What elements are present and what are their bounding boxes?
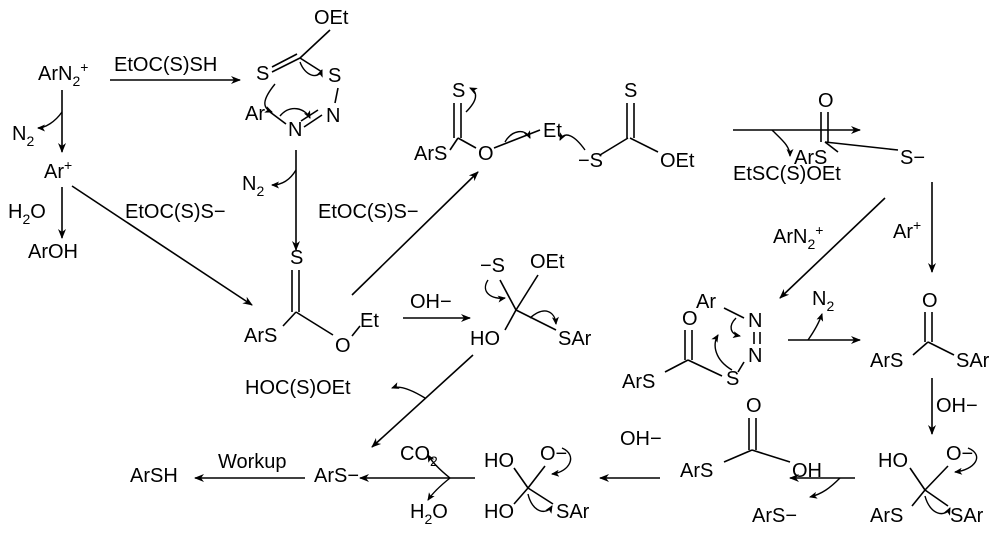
svg-text:OEt: OEt: [530, 251, 565, 273]
co2-byproduct: CO2: [400, 443, 438, 469]
sn2-pair: S ArS O Et −S S OEt: [414, 80, 695, 172]
svg-text:N: N: [326, 105, 340, 127]
reagent-xanthate-1: EtOC(S)S−: [125, 201, 226, 223]
svg-text:O: O: [818, 90, 834, 112]
thiocarbonate-anion: O ArS S−: [794, 90, 925, 169]
byproduct-acid: HOC(S)OEt: [245, 377, 351, 399]
svg-text:O: O: [682, 308, 698, 330]
svg-text:S: S: [328, 65, 341, 87]
cyclic-transition-state: OEt S S Ar N N: [245, 7, 349, 141]
svg-text:ArS: ArS: [794, 147, 827, 169]
svg-text:N: N: [748, 310, 762, 332]
svg-text:Et: Et: [543, 120, 562, 142]
tetrahedral-intermediate-3: HO O− HO SAr: [484, 443, 590, 523]
n2-byproduct: N2: [12, 123, 34, 149]
svg-text:ArS: ArS: [244, 325, 277, 347]
svg-text:OEt: OEt: [660, 150, 695, 172]
svg-text:SAr: SAr: [556, 501, 590, 523]
svg-text:SAr: SAr: [956, 350, 990, 372]
svg-text:−S: −S: [578, 150, 603, 172]
svg-text:ArS: ArS: [870, 505, 903, 527]
svg-text:O: O: [746, 395, 762, 417]
svg-text:O−: O−: [946, 443, 973, 465]
arrow-to-diazo-thioester: [779, 197, 886, 299]
svg-text:HO: HO: [470, 328, 500, 350]
hydroxide-1: OH−: [410, 291, 452, 313]
tetrahedral-intermediate-2: HO O− ArS SAr: [870, 443, 984, 527]
arrow-to-sn2: [351, 171, 479, 296]
svg-text:Et: Et: [360, 310, 379, 332]
hydroxide-3: OH−: [620, 428, 662, 450]
diazonium-reagent: ArN2+: [773, 222, 823, 252]
svg-text:OH: OH: [792, 460, 822, 482]
thiocarbonic-acid: O ArS OH: [680, 395, 822, 482]
svg-text:OEt: OEt: [314, 7, 349, 29]
thiol-product: ArSH: [130, 465, 178, 487]
n2-byproduct-2: N2: [242, 173, 264, 199]
svg-text:HO: HO: [484, 450, 514, 472]
svg-text:ArS: ArS: [870, 350, 903, 372]
svg-text:SAr: SAr: [950, 505, 984, 527]
svg-text:S: S: [256, 63, 269, 85]
aryl-cation: Ar+: [44, 157, 72, 183]
svg-text:Ar: Ar: [245, 103, 265, 125]
arylthiolate-leaving: ArS−: [752, 505, 797, 527]
arrow-cation-to-xanthate: [71, 185, 253, 306]
n2-byproduct-3: N2: [812, 288, 834, 314]
byproduct-ester: EtSC(S)OEt: [733, 163, 841, 185]
arrow-to-thiolate-1: [371, 354, 474, 448]
svg-text:HO: HO: [484, 501, 514, 523]
aryl-xanthate: S ArS O Et: [244, 247, 379, 357]
dithiocarbonate: O ArS SAr: [870, 290, 990, 372]
svg-text:ArS: ArS: [680, 460, 713, 482]
svg-text:ArS: ArS: [414, 143, 447, 165]
workup-label: Workup: [218, 451, 287, 473]
aryl-cation-reagent: Ar+: [893, 217, 921, 243]
phenol: ArOH: [28, 241, 78, 263]
svg-text:S−: S−: [900, 147, 925, 169]
reagent-xanthic-acid: EtOC(S)SH: [114, 54, 217, 76]
svg-text:O: O: [335, 335, 351, 357]
reagent-xanthate-2: EtOC(S)S−: [318, 201, 419, 223]
svg-text:SAr: SAr: [558, 328, 592, 350]
svg-text:O−: O−: [540, 443, 567, 465]
hydroxide-2: OH−: [936, 395, 978, 417]
diazonium: ArN2+: [38, 59, 88, 89]
svg-text:−S: −S: [480, 255, 505, 277]
svg-text:HO: HO: [878, 450, 908, 472]
svg-text:O: O: [922, 290, 938, 312]
diazo-thioester: Ar N N O ArS S: [622, 291, 762, 393]
svg-text:O: O: [478, 143, 494, 165]
svg-text:Ar: Ar: [696, 291, 716, 313]
svg-text:N: N: [748, 345, 762, 367]
svg-text:S: S: [290, 247, 303, 269]
svg-text:N: N: [288, 119, 302, 141]
svg-text:S: S: [452, 80, 465, 102]
svg-text:S: S: [726, 368, 739, 390]
tetrahedral-intermediate-1: −S OEt HO SAr: [470, 251, 592, 350]
water-byproduct: H2O: [410, 501, 448, 527]
thiolate: ArS−: [314, 465, 359, 487]
svg-text:S: S: [624, 80, 637, 102]
water-reagent: H2O: [8, 201, 46, 227]
svg-text:ArS: ArS: [622, 371, 655, 393]
